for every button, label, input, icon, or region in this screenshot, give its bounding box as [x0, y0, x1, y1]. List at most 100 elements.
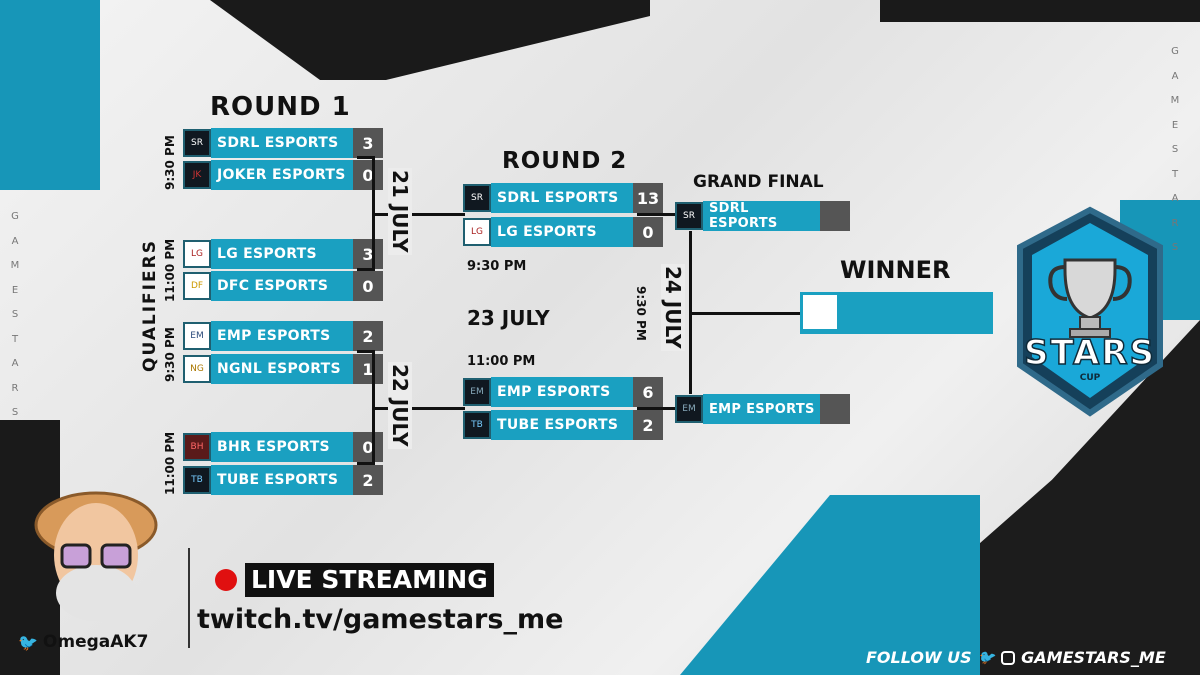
bracket-line [372, 156, 375, 271]
team-logo-emp: EM [675, 395, 703, 423]
team-name: EMP ESPORTS [703, 394, 820, 424]
bracket-line [637, 407, 677, 410]
team-score: 0 [353, 160, 383, 190]
team-score: 6 [633, 377, 663, 407]
qualifiers-label: QUALIFIERS [140, 239, 160, 372]
time-r1-m2: 11:00 PM [163, 238, 177, 302]
r1-row-3: LG LG ESPORTS 3 [183, 239, 383, 269]
r1-row-5: EM EMP ESPORTS 2 [183, 321, 383, 351]
time-r1-m1: 9:30 PM [163, 135, 177, 190]
team-logo-tube: TB [183, 466, 211, 494]
r1-row-2: JK JOKER ESPORTS 0 [183, 160, 383, 190]
round2-heading: ROUND 2 [502, 148, 628, 174]
date-22-july: 22 JULY [388, 362, 412, 449]
live-dot-icon [215, 569, 237, 591]
time-r1-m3: 9:30 PM [163, 327, 177, 382]
team-score: 0 [353, 432, 383, 462]
time-r2-m1: 9:30 PM [467, 259, 527, 274]
team-score: 0 [633, 217, 663, 247]
team-score: 3 [353, 239, 383, 269]
r1-row-6: NG NGNL ESPORTS 1 [183, 354, 383, 384]
team-name: BHR ESPORTS [211, 432, 353, 462]
final-row-1: SR SDRL ESPORTS [675, 201, 850, 231]
date-24-july: 24 JULY [661, 264, 685, 351]
cup-logo-text: CUP [1072, 373, 1108, 383]
team-logo-dfc: DF [183, 272, 211, 300]
time-final: 9:30 PM [634, 286, 648, 341]
bracket-line [372, 350, 375, 465]
bracket-line [357, 462, 375, 465]
team-name: SDRL ESPORTS [211, 128, 353, 158]
grand-final-heading: GRAND FINAL [693, 172, 824, 192]
winner-logo-slot [803, 295, 837, 329]
time-r1-m4: 11:00 PM [163, 431, 177, 495]
final-row-2: EM EMP ESPORTS [675, 394, 850, 424]
bracket-line [637, 213, 677, 216]
team-logo-joker: JK [183, 161, 211, 189]
r1-row-7: BH BHR ESPORTS 0 [183, 432, 383, 462]
r1-row-4: DF DFC ESPORTS 0 [183, 271, 383, 301]
team-logo-emp: EM [463, 378, 491, 406]
twitter-icon[interactable]: 🐦 [977, 649, 996, 666]
instagram-icon[interactable] [1001, 650, 1016, 665]
r2-row-4: TB TUBE ESPORTS 2 [463, 410, 663, 440]
time-r2-m2: 11:00 PM [467, 354, 536, 369]
team-name: TUBE ESPORTS [491, 410, 633, 440]
team-name: SDRL ESPORTS [491, 183, 633, 213]
bg-shape-black-topright [880, 0, 1200, 22]
bg-shape-teal-left [0, 0, 100, 190]
caster-handle[interactable]: 🐦 OmegaAK7 [18, 632, 148, 652]
team-logo-bhr: BH [183, 433, 211, 461]
team-score: 2 [633, 410, 663, 440]
r2-row-3: EM EMP ESPORTS 6 [463, 377, 663, 407]
team-name: LG ESPORTS [491, 217, 633, 247]
team-name: JOKER ESPORTS [211, 160, 353, 190]
bracket-line [375, 213, 465, 216]
team-name: SDRL ESPORTS [703, 201, 820, 231]
final-score-empty [820, 201, 850, 231]
caster-name: OmegaAK7 [42, 632, 149, 652]
stream-divider [188, 548, 190, 648]
final-score-empty [820, 394, 850, 424]
team-score: 2 [353, 321, 383, 351]
twitch-link[interactable]: twitch.tv/gamestars_me [197, 604, 564, 635]
team-score: 2 [353, 465, 383, 495]
team-score: 1 [353, 354, 383, 384]
team-name: TUBE ESPORTS [211, 465, 353, 495]
team-name: EMP ESPORTS [211, 321, 353, 351]
team-logo-sdrl: SR [675, 202, 703, 230]
round1-heading: ROUND 1 [210, 92, 351, 122]
team-logo-lg: LG [463, 218, 491, 246]
team-name: LG ESPORTS [211, 239, 353, 269]
team-logo-sdrl: SR [463, 184, 491, 212]
bracket-line [357, 350, 375, 353]
stars-cup-logo: STARS CUP [1010, 205, 1170, 420]
avatar [30, 485, 162, 625]
follow-us-bar: FOLLOW US 🐦 GAMESTARS_ME [866, 648, 1166, 667]
team-score: 3 [353, 128, 383, 158]
bracket-line [357, 268, 375, 271]
date-21-july: 21 JULY [388, 168, 412, 255]
r1-row-8: TB TUBE ESPORTS 2 [183, 465, 383, 495]
trophy-icon [1017, 206, 1163, 417]
follow-label: FOLLOW US [866, 648, 972, 667]
team-logo-tube: TB [463, 411, 491, 439]
live-streaming-label: LIVE STREAMING [245, 563, 494, 597]
bg-shape-black-bottomleft [0, 420, 60, 675]
social-handle[interactable]: GAMESTARS_ME [1021, 648, 1166, 667]
bracket-line [689, 312, 801, 315]
twitter-icon: 🐦 [18, 632, 38, 652]
team-logo-sdrl: SR [183, 129, 211, 157]
r2-row-1: SR SDRL ESPORTS 13 [463, 183, 663, 213]
team-name: DFC ESPORTS [211, 271, 353, 301]
team-score: 13 [633, 183, 663, 213]
bracket-line [375, 407, 465, 410]
r1-row-1: SR SDRL ESPORTS 3 [183, 128, 383, 158]
date-23-july: 23 JULY [467, 306, 550, 330]
team-logo-lg: LG [183, 240, 211, 268]
winner-box [800, 292, 993, 334]
team-name: EMP ESPORTS [491, 377, 633, 407]
team-logo-ngnl: NG [183, 355, 211, 383]
bracket-line [357, 156, 375, 159]
